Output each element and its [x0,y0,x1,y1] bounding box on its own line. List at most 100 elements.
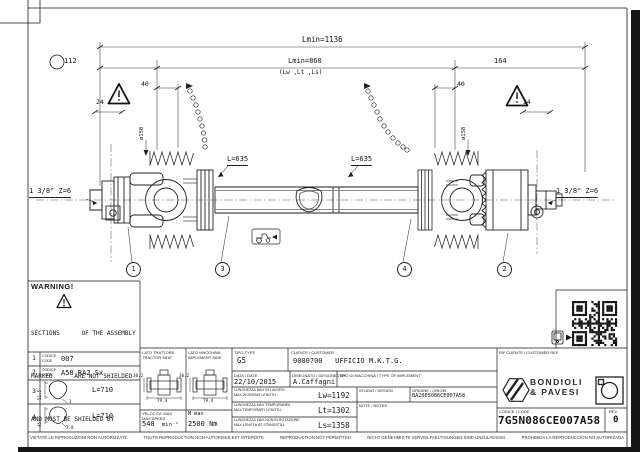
spline-spec-right: 1 3/8" Z=6 [556,187,599,198]
qr-code [572,301,618,347]
right-safety-chain [364,83,410,153]
tractor-icon [256,233,271,239]
row2-label: CODICE CODE [42,368,56,377]
notice-fr: TOUTE REPRODUCTION NON AUTORISEE EST INT… [143,435,264,440]
origin-label: ORIGINE / ORIGIN [412,388,447,393]
shield-emblem [295,187,323,213]
cross1-width: 79.4 [157,398,168,403]
notice-en: REPRODUCTION NOT PERMITTED [279,435,352,440]
date-label: DATA / DATE [234,373,258,378]
code-value: 7G5N086CE007A58 [498,414,601,427]
warning-triangle-right-icon [505,85,529,107]
arrow-left-icon [272,234,277,240]
right-yoke-clutch [441,169,563,231]
designed-by-value: A.Caffagni [293,378,336,386]
row1-number: 1 [32,354,36,362]
reproduction-notice: VIETATE LE RIPRODUZIONI NON AUTORIZZATE … [30,435,624,440]
lw-label: LUNGHEZZA MAX IN LAVORO MAX WORKING LENG… [234,388,285,397]
arrow-right-icon [566,334,572,341]
dim-guard-tube-left: L=635 [227,155,249,166]
designed-by-label: DISEGNATO / DESIGNED BY [292,373,346,378]
implement-side-label: LATO MACCHINA IMPLEMENT SIDE [188,350,222,360]
customer-label: CLIENTE / CUSTOMER [291,350,335,355]
dim-lmin-working: Lmin=860 [288,57,322,65]
tractor-side-sticker [251,228,281,245]
rev-value: 0 [613,415,619,425]
dim-chain-left: 40 [141,80,149,88]
studio-label: STUDIO / DESIGN [359,388,393,393]
row2-value: A58 RA2 Sx [61,369,104,377]
registration-mark [49,54,65,70]
spline-spec-left: 1 3/8" Z=6 [29,187,72,198]
qr-link-icon [551,330,564,345]
dim-lmin-total: Lmin=1136 [302,35,343,44]
dim-offset-right: 164 [494,57,507,65]
row3-profile-wall: 3 [69,399,72,404]
cross-journal-sketches [143,369,228,400]
ls-label: LUNGHEZZA MAX NON IN ROTAZIONE MAX LENGT… [234,418,300,427]
sheet-frame [0,0,628,449]
sheet-edge-bar-right [631,10,640,452]
code-label: CODICE / CODE [499,409,530,414]
row4-profile-wall: 3.8 [66,425,74,430]
brand-square-logo [595,376,624,405]
origin-value: BA2005086CE007A58 [412,392,466,399]
dim-guard-dia-right: ø158 [461,126,467,140]
lw-value: Lw=1192 [318,391,350,400]
row3-profile-height: 51.5 [37,389,42,400]
brand-name-line2: & PAVESI [530,387,580,397]
customer-value: 0000700 UFFICIO M.K.T.G. [293,357,403,365]
max-speed-unit: min⁻¹ [162,422,179,428]
customer-ref-label: RIF.CLIENTE / CUSTOMER REF. [499,350,559,355]
pto-shaft-drawing [89,83,563,263]
cross2-width: 79.4 [203,398,214,403]
lt-value: Lt=1302 [318,406,350,415]
date-value: 22/10/2015 [234,378,277,386]
left-guard-bellows [149,150,194,250]
row4-profile-height: 45 [37,421,42,427]
max-speed-value: 540 [142,420,155,428]
warning-triangle-note-icon [56,293,72,309]
row2-number: 2 [32,368,36,376]
row3-number: 3 [32,387,36,395]
balloon-1: 1 [126,262,141,277]
max-torque-label: M max [188,411,204,417]
row3-value: L=710 [92,386,114,394]
row1-label: CODICE CODE [42,354,56,363]
warning-text: SECTIONS OF THE ASSEMBLY MARKED ARE NOT … [31,330,136,423]
notice-it: VIETATE LE RIPRODUZIONI NON AUTORIZZATE [30,435,128,440]
dim-guard-tube-right: L=635 [351,155,373,166]
right-guard-bellows [417,150,479,250]
left-yoke [89,169,214,231]
centerline [36,144,614,262]
cross1-height: 30.2 [133,373,144,378]
max-torque-value: 2500 Nm [188,420,218,428]
dim-offset-left: 112 [64,57,77,65]
row1-value: 007 [61,355,74,363]
dimension-lines [85,42,589,206]
warning-triangle-left-icon [107,83,131,105]
dim-end-left: 24 [96,98,104,106]
type-label: TIPO-TYPE [234,350,256,355]
cross2-height: 30.2 [179,373,190,378]
notice-de: NICHT GENEHMIGTE VERVIELFAELTIGUNGEN SIN… [367,435,506,440]
brand-name-line1: BONDIOLI [530,377,583,387]
sheet-edge-bar-bottom [18,447,640,452]
warning-title: WARNING! [31,282,74,291]
balloon-3: 3 [215,262,230,277]
notice-es: PROHIBIDA LA REPRODUCCION NO AUTORIZADA [521,435,624,440]
dim-end-right: 24 [523,98,531,106]
dim-guard-dia-left: ø158 [139,126,145,140]
lt-label: LUNGHEZZA MAX TEMPORANEA MAX TEMPORARY L… [234,403,291,412]
rev-label: REV. [609,409,618,414]
notes-label: NOTE / NOTES [359,403,388,408]
tractor-side-label: LATO TRATTORE TRACTOR SIDE [142,350,175,360]
tube-profile-sketches [44,380,68,428]
left-safety-chain [186,83,208,150]
balloon-2: 2 [497,262,512,277]
row4-value: L=710 [92,412,114,420]
balloon-leaders [127,215,509,263]
max-speed-label: VELOCITA' MAX MAX SPEED [142,411,173,421]
type-value: G5 [237,356,247,365]
